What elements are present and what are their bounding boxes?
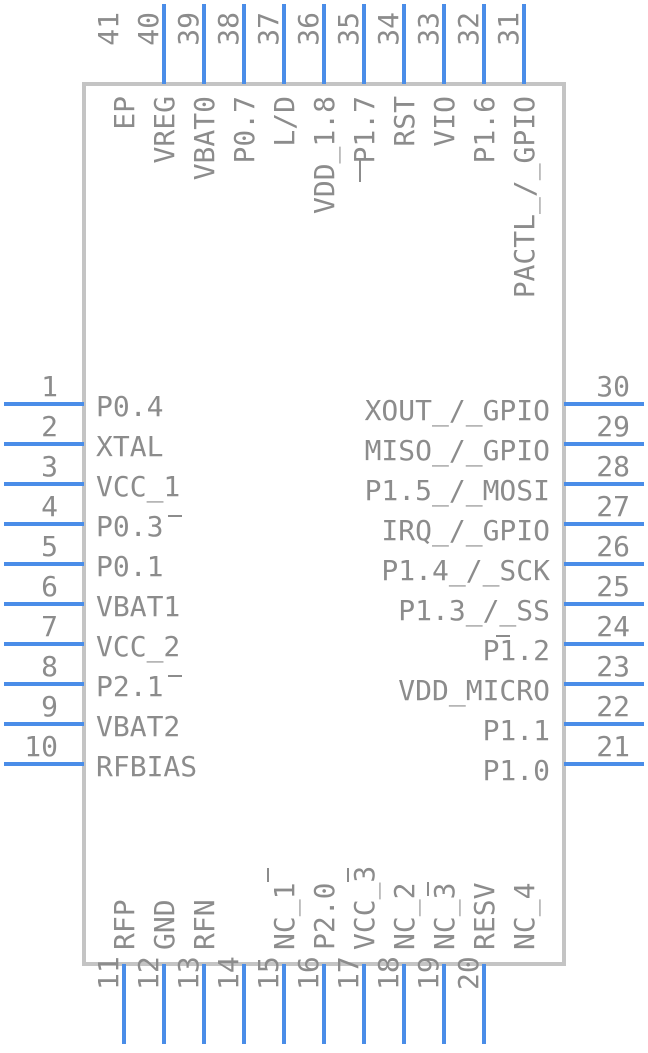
pin-label: RFP <box>108 899 141 950</box>
pin-label: P0.4 <box>96 390 163 423</box>
pin-label: NC_1 <box>268 883 302 950</box>
pin-number: 35 <box>332 12 365 46</box>
pin-number: 21 <box>596 730 630 763</box>
pin-number: 17 <box>332 956 365 990</box>
pin-number: 5 <box>41 530 58 563</box>
pin-label: VCC_2 <box>96 630 180 664</box>
pin-label: P1.7 <box>348 96 381 163</box>
pin-number: 6 <box>41 570 58 603</box>
pin-number: 28 <box>596 450 630 483</box>
pin-label: RESV <box>468 882 501 950</box>
pin-number: 4 <box>41 490 58 523</box>
pin-number: 18 <box>372 956 405 990</box>
pin-number: 7 <box>41 610 58 643</box>
pin-number: 27 <box>596 490 630 523</box>
pin-label: P2.1 <box>96 670 163 703</box>
pin-label: VBAT1 <box>96 590 180 623</box>
pin-number: 1 <box>41 370 58 403</box>
pin-number: 19 <box>412 956 445 990</box>
pin-number: 23 <box>596 650 630 683</box>
pin-label: NC_4 <box>508 883 542 950</box>
pin-number: 26 <box>596 530 630 563</box>
pin-label: L/D <box>268 96 301 147</box>
pin-number: 14 <box>212 956 245 990</box>
pin-number: 30 <box>596 370 630 403</box>
pin-number: 33 <box>412 12 445 46</box>
pin-number: 34 <box>372 12 405 46</box>
pin-label: RST <box>388 96 421 147</box>
pin-label: VBAT2 <box>96 710 180 743</box>
pin-number: 22 <box>596 690 630 723</box>
pin-number: 11 <box>92 956 125 990</box>
pin-number: 16 <box>292 956 325 990</box>
pin-label: P1.2 <box>483 634 550 667</box>
pin-label: RFN <box>188 899 221 950</box>
pin-label: P1.0 <box>483 754 550 787</box>
pin-label: P1.5_/_MOSI <box>365 474 550 508</box>
pin-label: RFBIAS <box>96 750 197 783</box>
pin-number: 20 <box>452 956 485 990</box>
pin-label: P1.6 <box>468 96 501 163</box>
pin-number: 10 <box>24 730 58 763</box>
pin-label: XTAL <box>96 430 163 463</box>
pin-label: XOUT_/_GPIO <box>365 394 550 428</box>
pin-label: P0.7 <box>228 96 261 163</box>
pin-label: VDD_MICRO <box>398 674 550 708</box>
pin-number: 39 <box>172 12 205 46</box>
pin-label: VIO <box>428 96 461 147</box>
pin-label: PACTL_/_GPIO <box>508 96 542 298</box>
pin-number: 41 <box>92 12 125 46</box>
pin-label: MISO_/_GPIO <box>365 434 550 468</box>
pin-label: NC_3 <box>428 883 462 950</box>
pin-label: P2.0 <box>308 883 341 950</box>
pin-label: VDD_1.8 <box>308 96 342 214</box>
pin-label: VCC_3 <box>348 866 382 950</box>
pin-number: 8 <box>41 650 58 683</box>
pin-label: GND <box>148 899 181 950</box>
pin-label: EP <box>108 96 141 130</box>
pin-label: P0.3 <box>96 510 163 543</box>
pin-label: P0.1 <box>96 550 163 583</box>
pin-label: P1.3_/_SS <box>398 594 550 628</box>
pin-number: 2 <box>41 410 58 443</box>
pin-label: VREG <box>148 96 181 163</box>
pin-number: 36 <box>292 12 325 46</box>
pin-label: NC_2 <box>388 883 422 950</box>
pin-number: 3 <box>41 450 58 483</box>
pin-number: 24 <box>596 610 630 643</box>
pin-number: 29 <box>596 410 630 443</box>
pin-label: P1.4_/_SCK <box>381 554 550 588</box>
pin-number: 25 <box>596 570 630 603</box>
pin-number: 12 <box>132 956 165 990</box>
pin-number: 13 <box>172 956 205 990</box>
pin-number: 32 <box>452 12 485 46</box>
pin-label: VCC_1 <box>96 470 180 504</box>
pin-number: 37 <box>252 12 285 46</box>
pin-label: VBAT0 <box>188 96 221 180</box>
pin-number: 40 <box>132 12 165 46</box>
pin-number: 31 <box>492 12 525 46</box>
pin-number: 38 <box>212 12 245 46</box>
pin-number: 9 <box>41 690 58 723</box>
pin-label: P1.1 <box>483 714 550 747</box>
pin-number: 15 <box>252 956 285 990</box>
ic-body <box>82 82 566 966</box>
pin-label: IRQ_/_GPIO <box>381 514 550 548</box>
